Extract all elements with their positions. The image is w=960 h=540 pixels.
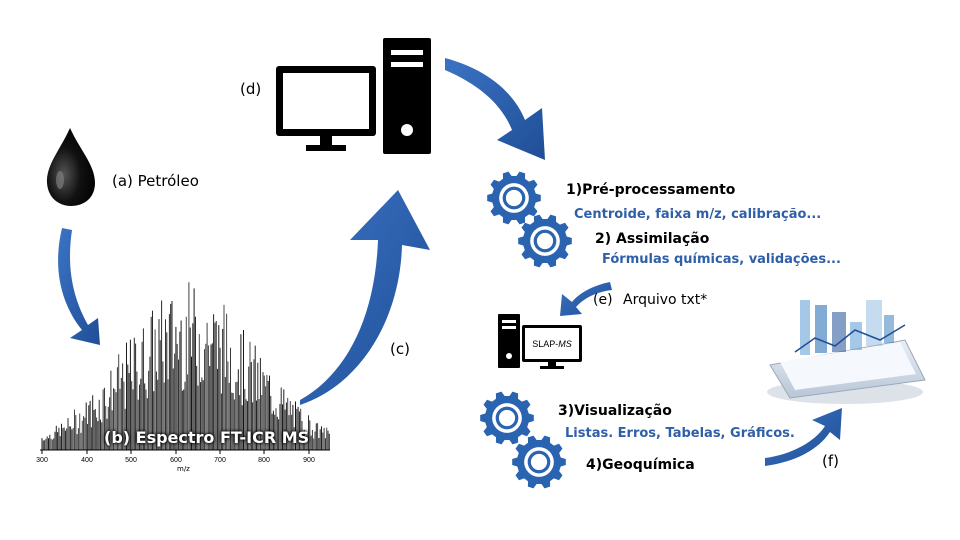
tablet-dashboard-icon — [767, 300, 926, 404]
gear-group — [480, 171, 572, 489]
desktop-computer-icon — [276, 38, 431, 154]
label-f: (f) — [822, 452, 839, 470]
arrow-to-dashboard — [765, 408, 842, 466]
gear-icon — [480, 391, 534, 445]
gear-icon — [487, 171, 541, 225]
oil-drop-icon — [46, 128, 95, 206]
label-c: (c) — [390, 340, 410, 358]
gear-icon — [512, 435, 566, 489]
label-e: (e) — [593, 292, 613, 308]
spectrum-tick-label: 500 — [125, 457, 137, 464]
step-3-detail: Listas. Erros, Tabelas, Gráficos. — [565, 426, 795, 441]
spectrum-tick-label: 800 — [258, 457, 270, 464]
arrow-oil-to-spectrum — [58, 228, 100, 345]
step-2-detail: Fórmulas químicas, validações... — [602, 252, 841, 267]
mass-spectrum — [41, 282, 330, 450]
software-name: SLAP-MS — [532, 339, 572, 349]
spectrum-tick-label: 900 — [303, 457, 315, 464]
arrow-computer-to-processing — [445, 58, 545, 160]
spectrum-tick-label: 600 — [170, 457, 182, 464]
step-4-title: 4)Geoquímica — [586, 457, 695, 473]
spectrum-ticks: 300 400 500 600 700 800 900 — [36, 450, 315, 464]
step-3-title: 3)Visualização — [558, 403, 672, 419]
arrow-spectrum-to-computer — [300, 190, 430, 405]
label-d: (d) — [240, 80, 262, 98]
spectrum-xlabel: m/z — [177, 465, 190, 473]
label-arquivo: Arquivo txt* — [623, 292, 708, 308]
gear-icon — [518, 214, 572, 268]
arrow-to-software — [560, 282, 612, 316]
spectrum-tick-label: 400 — [81, 457, 93, 464]
step-1-detail: Centroide, faixa m/z, calibração... — [574, 207, 822, 222]
step-2-title: 2) Assimilação — [595, 231, 710, 247]
label-petroleo: (a) Petróleo — [112, 172, 199, 190]
spectrum-tick-label: 700 — [214, 457, 226, 464]
label-espectro: (b) Espectro FT-ICR MS — [104, 428, 310, 447]
small-computer-icon — [498, 314, 582, 369]
step-1-title: 1)Pré-processamento — [566, 182, 736, 198]
spectrum-tick-label: 300 — [36, 457, 48, 464]
